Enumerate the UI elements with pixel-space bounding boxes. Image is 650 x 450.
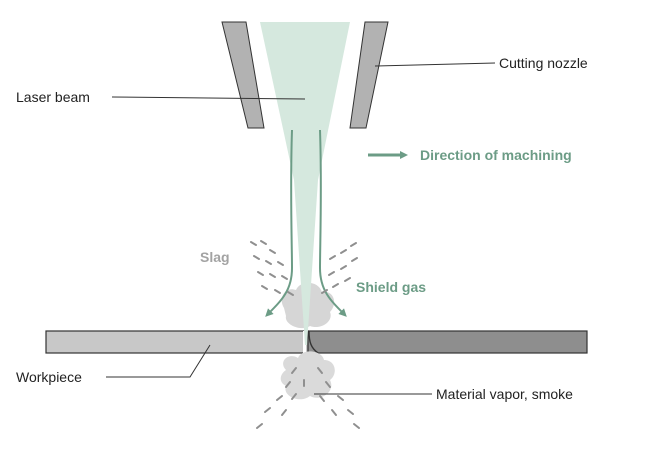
smoke-cloud [280, 282, 335, 400]
slag-particles [250, 240, 358, 296]
nozzle-wall-left [221, 21, 265, 129]
label-slag: Slag [200, 249, 230, 265]
label-workpiece: Workpiece [16, 369, 82, 385]
shield-gas-arrow-right [318, 129, 347, 317]
vapor-cloud [280, 351, 335, 400]
nozzle-wall-right [349, 21, 389, 129]
leader-cutting-nozzle [374, 62, 496, 67]
label-cutting-nozzle: Cutting nozzle [499, 55, 588, 71]
label-shield-gas: Shield gas [356, 279, 426, 295]
kerf-edge [308, 330, 319, 354]
workpiece-right [307, 330, 588, 354]
leader-laser-beam [111, 96, 306, 100]
leader-workpiece [106, 344, 211, 378]
label-laser-beam: Laser beam [16, 89, 90, 105]
cutting-nozzle [221, 21, 389, 129]
label-direction: Direction of machining [420, 147, 572, 163]
leader-lines [106, 62, 496, 395]
shield-gas-arrow-left [265, 129, 294, 317]
workpiece-left [45, 330, 309, 354]
workpiece [45, 330, 588, 354]
vapor-particles [256, 367, 360, 429]
label-vapor: Material vapor, smoke [436, 386, 573, 402]
laser-beam [260, 22, 350, 345]
shield-gas-arrows [265, 129, 347, 317]
